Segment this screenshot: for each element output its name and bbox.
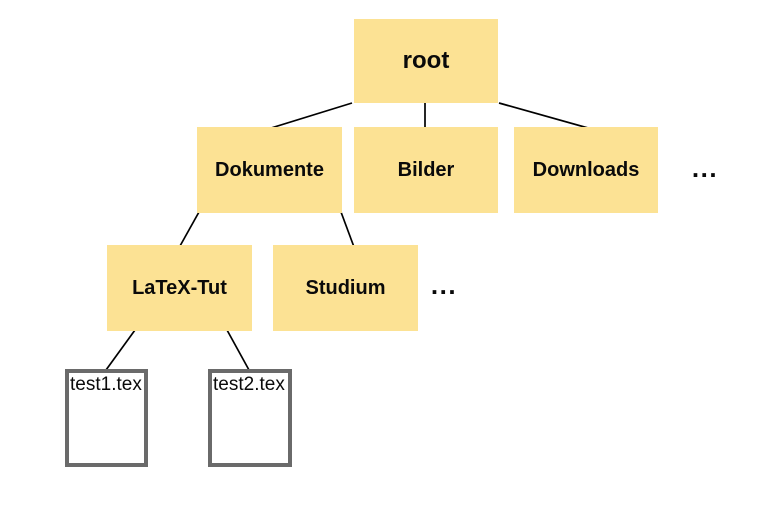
folder-label: Bilder xyxy=(397,159,455,181)
edge-dokumente-studium xyxy=(340,211,355,248)
file-label: test1.tex xyxy=(70,374,142,395)
node-downloads: Downloads xyxy=(514,127,658,213)
folder-label: Downloads xyxy=(532,159,640,181)
node-test1-tex: test1.tex xyxy=(65,369,148,467)
ellipsis-more-level-2: ... xyxy=(423,265,465,305)
node-root: root xyxy=(354,19,498,103)
edge-root-downloads xyxy=(498,102,589,129)
ellipsis-label: ... xyxy=(430,269,458,300)
node-studium: Studium xyxy=(273,245,418,331)
edge-latex-tut-test2-tex xyxy=(226,329,250,371)
node-test2-tex: test2.tex xyxy=(208,369,292,467)
node-dokumente: Dokumente xyxy=(197,127,342,213)
edge-dokumente-latex-tut xyxy=(179,211,200,247)
node-latex-tut: LaTeX-Tut xyxy=(107,245,252,331)
file-label: test2.tex xyxy=(213,374,285,395)
ellipsis-label: ... xyxy=(691,152,719,183)
ellipsis-more-level-1: ... xyxy=(684,148,726,188)
folder-label: LaTeX-Tut xyxy=(132,277,227,299)
node-bilder: Bilder xyxy=(354,127,498,213)
edge-root-dokumente xyxy=(270,102,353,129)
folder-label: Studium xyxy=(305,277,386,299)
folder-label: root xyxy=(402,46,450,74)
edge-latex-tut-test1-tex xyxy=(105,329,136,371)
folder-label: Dokumente xyxy=(215,159,324,181)
